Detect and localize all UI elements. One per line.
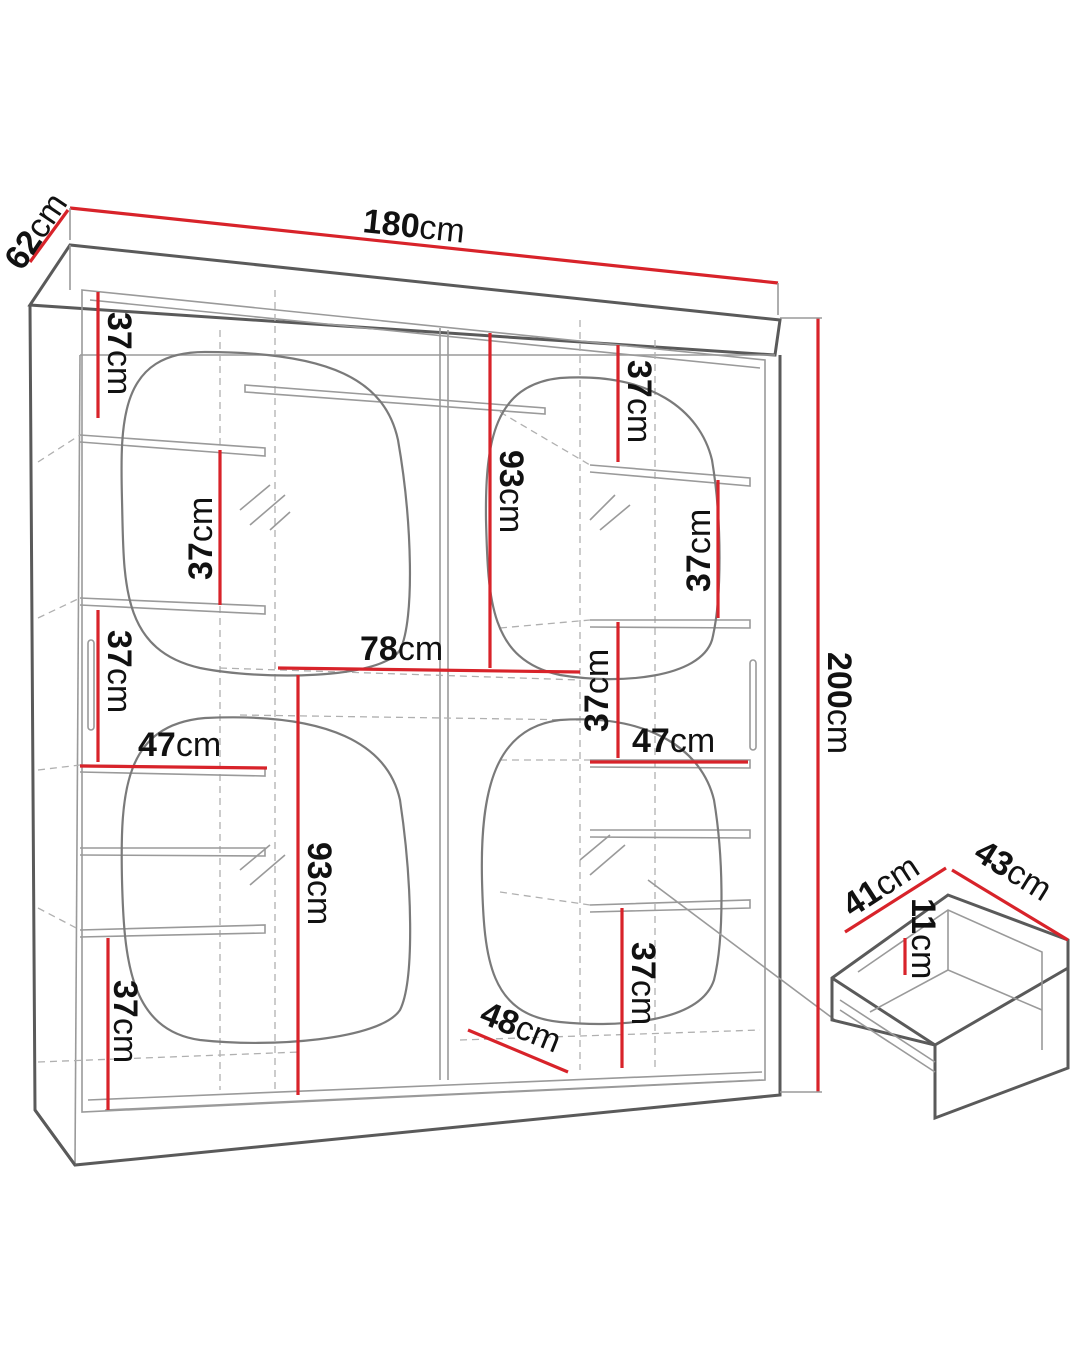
label-width: 180cm — [361, 202, 466, 250]
label-right-top-shelf: 37cm — [620, 360, 658, 443]
dim-line-drawer-width — [951, 868, 1069, 942]
dimension-lines — [28, 206, 1069, 1110]
label-depth: 62cm — [0, 186, 75, 276]
dim-line-drawer-depth — [844, 866, 947, 934]
drawer-illustration — [830, 893, 1070, 1121]
dim-line-rail — [277, 666, 581, 674]
drawer-leader-line — [647, 879, 836, 1021]
label-left-top-shelf: 37cm — [100, 312, 138, 395]
label-right-mid-shelf: 37cm — [578, 649, 616, 732]
label-right-upper-shelf: 37cm — [680, 509, 718, 592]
label-right-bottom-shelf: 37cm — [624, 942, 662, 1025]
label-hanging-lower: 93cm — [300, 842, 338, 925]
label-drawer-width: 43cm — [968, 833, 1059, 909]
label-left-mid-shelf: 37cm — [182, 497, 220, 580]
label-left-bottom-shelf: 37cm — [106, 980, 144, 1063]
dim-line-left-width — [79, 764, 268, 770]
label-left-lower-shelf: 37cm — [100, 630, 138, 713]
label-drawer-height: 11cm — [904, 898, 942, 979]
label-rail-width: 78cm — [360, 630, 443, 668]
label-right-shelf-width: 47cm — [632, 722, 715, 760]
dim-line-depth — [28, 209, 70, 263]
label-height: 200cm — [820, 652, 858, 754]
dim-line-width — [69, 206, 779, 285]
dimension-labels: 180cm 62cm 200cm 37cm 37cm 37cm 47cm 37c… — [0, 186, 1058, 1063]
dim-line-inner-depth — [467, 1028, 569, 1074]
mirror-panels — [120, 350, 723, 1044]
label-left-shelf-width: 47cm — [138, 726, 221, 764]
label-hanging-upper: 93cm — [492, 450, 530, 533]
